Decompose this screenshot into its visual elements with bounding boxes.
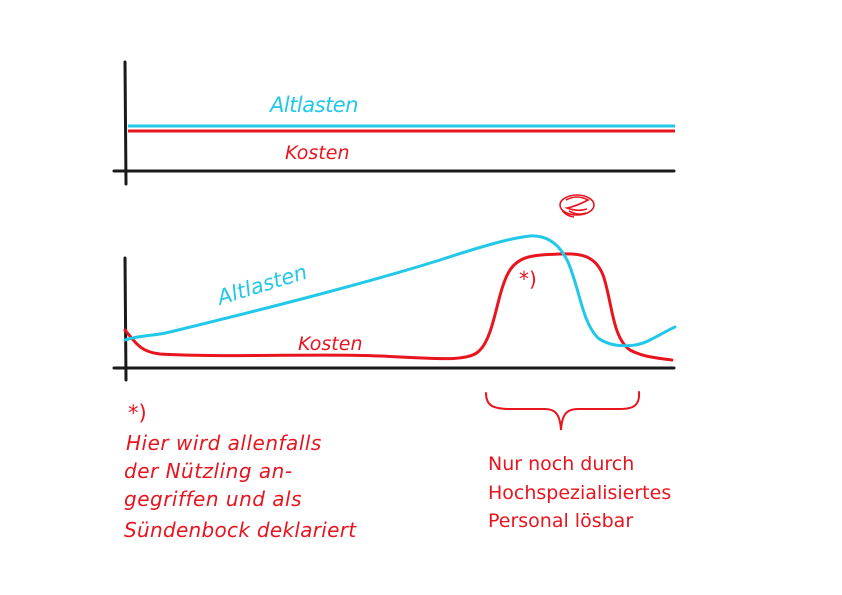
bottom-chart: Altlasten Kosten *) xyxy=(112,194,677,382)
top-chart-kosten-label: Kosten xyxy=(285,142,350,164)
top-chart-y-axis xyxy=(123,60,128,186)
top-chart-altlasten-label: Altlasten xyxy=(268,93,358,117)
brace-block: Nur noch durch Hochspezialisiertes Perso… xyxy=(485,391,671,532)
bottom-chart-kosten-label: Kosten xyxy=(298,333,363,355)
brace-note-line-3: Personal lösbar xyxy=(488,510,633,532)
bottom-chart-altlasten-curve xyxy=(123,234,677,348)
footnote-line-2: der Nützling an- xyxy=(124,459,293,483)
footnote-marker: *) xyxy=(128,401,147,425)
frustration-scribble-icon xyxy=(559,194,595,218)
footnote-line-3: gegriffen und als xyxy=(124,487,302,511)
bottom-chart-kosten-curve xyxy=(123,252,674,362)
footnote-line-4: Sündenbock deklariert xyxy=(124,518,357,542)
bottom-chart-footnote-marker: *) xyxy=(519,267,537,291)
brace-note-line-2: Hochspezialisiertes xyxy=(488,482,671,504)
footnote-line-1: Hier wird allenfalls xyxy=(126,431,322,455)
footnote-block: *) Hier wird allenfalls der Nützling an-… xyxy=(124,401,357,542)
bottom-chart-altlasten-label: Altlasten xyxy=(213,260,310,311)
bottom-chart-y-axis xyxy=(123,256,128,382)
top-chart: Altlasten Kosten xyxy=(112,60,676,186)
brace-note-line-1: Nur noch durch xyxy=(488,453,634,475)
curly-brace-icon xyxy=(485,391,641,431)
